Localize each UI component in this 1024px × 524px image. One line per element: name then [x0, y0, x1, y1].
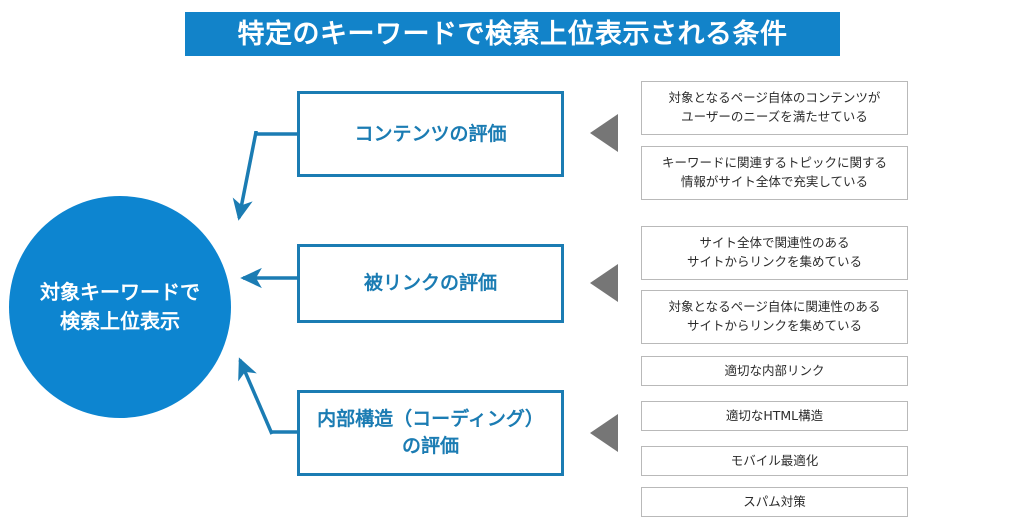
- category-box-backlink-evaluation[interactable]: 被リンクの評価: [297, 244, 564, 323]
- page-title: 特定のキーワードで検索上位表示される条件: [237, 18, 788, 50]
- triangle-left-icon: [590, 114, 618, 152]
- detail-line: 適切な内部リンク: [724, 362, 825, 378]
- detail-line: スパム対策: [743, 493, 806, 509]
- category-box-label: コンテンツの評価: [354, 122, 507, 145]
- center-circle-line-2: 検索上位表示: [60, 309, 180, 333]
- detail-box[interactable]: サイト全体で関連性のある サイトからリンクを集めている: [641, 226, 908, 280]
- category-box-content-evaluation[interactable]: コンテンツの評価: [297, 91, 564, 177]
- page-title-banner: 特定のキーワードで検索上位表示される条件: [185, 12, 840, 56]
- category-box-internal-structure-evaluation[interactable]: 内部構造（コーディング） の評価: [297, 390, 564, 476]
- detail-box[interactable]: 対象となるページ自体に関連性のある サイトからリンクを集めている: [641, 290, 908, 344]
- detail-line: 対象となるページ自体のコンテンツが: [668, 90, 881, 106]
- detail-box[interactable]: モバイル最適化: [641, 446, 908, 476]
- detail-line: サイトからリンクを集めている: [686, 318, 862, 333]
- category-box-label-line-2: の評価: [401, 435, 459, 457]
- triangle-left-icon: [590, 264, 618, 302]
- detail-box[interactable]: キーワードに関連するトピックに関する 情報がサイト全体で充実している: [641, 146, 908, 200]
- center-goal-circle: 対象キーワードで 検索上位表示: [9, 196, 231, 418]
- arrow-structure-to-center: [238, 357, 297, 435]
- detail-line: 対象となるページ自体に関連性のある: [668, 299, 881, 315]
- center-circle-line-1: 対象キーワードで: [40, 280, 200, 304]
- detail-line: モバイル最適化: [730, 452, 819, 468]
- arrow-content-to-center: [232, 131, 297, 221]
- category-box-label-line-1: 内部構造（コーディング）: [317, 408, 544, 431]
- detail-box[interactable]: 適切な内部リンク: [641, 356, 908, 386]
- detail-line: ユーザーのニーズを満たせている: [681, 109, 868, 124]
- category-box-label: 被リンクの評価: [363, 272, 497, 295]
- detail-line: サイトからリンクを集めている: [686, 254, 862, 269]
- detail-box[interactable]: 適切なHTML構造: [641, 401, 908, 431]
- detail-box[interactable]: スパム対策: [641, 487, 908, 517]
- detail-line: 情報がサイト全体で充実している: [680, 174, 869, 189]
- detail-box[interactable]: 対象となるページ自体のコンテンツが ユーザーのニーズを満たせている: [641, 81, 908, 135]
- triangle-left-icon: [590, 414, 618, 452]
- detail-line: サイト全体で関連性のある: [699, 235, 850, 251]
- detail-line: キーワードに関連するトピックに関する: [661, 155, 887, 171]
- detail-line: 適切なHTML構造: [725, 407, 824, 423]
